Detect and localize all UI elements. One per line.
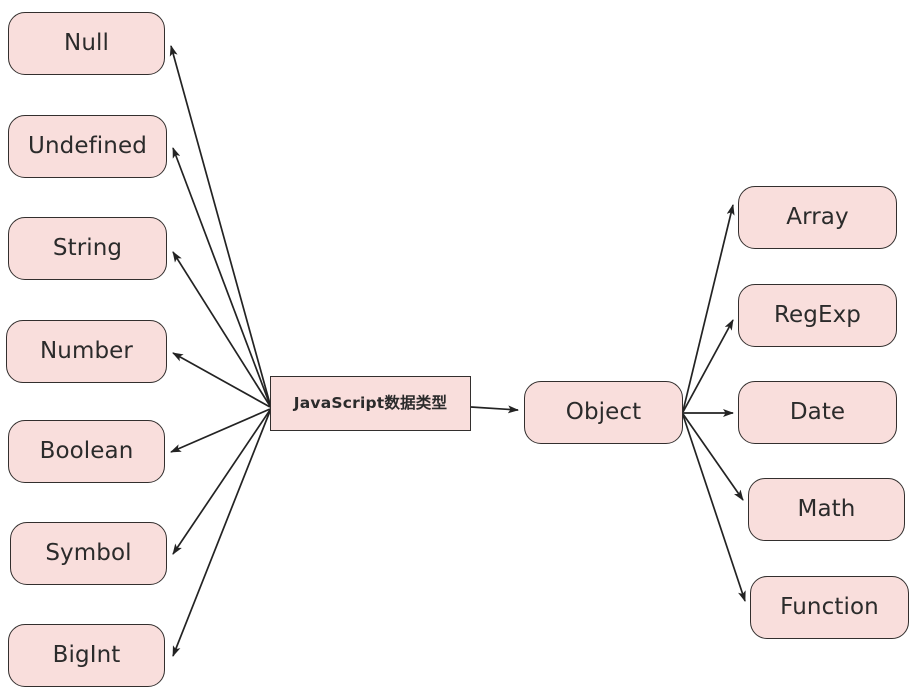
node-label: Boolean: [39, 437, 134, 464]
edge-root-to-object: [470, 405, 519, 414]
node-label: Array: [786, 203, 849, 230]
node-label: Object: [565, 398, 642, 425]
edge-root-to-null: [169, 45, 271, 405]
node-math[interactable]: Math: [748, 478, 905, 541]
node-label: BigInt: [52, 641, 121, 668]
node-label: Math: [797, 495, 856, 522]
node-object[interactable]: Object: [524, 381, 683, 444]
edge-root-to-undefined: [172, 147, 271, 406]
node-label: String: [52, 234, 123, 261]
node-number[interactable]: Number: [6, 320, 167, 383]
node-label: RegExp: [773, 301, 862, 328]
edge-root-to-bigint: [172, 410, 271, 657]
node-array[interactable]: Array: [738, 186, 897, 249]
node-label: Function: [780, 593, 879, 620]
node-boolean[interactable]: Boolean: [8, 420, 165, 483]
node-label: JavaScript数据类型: [293, 393, 448, 412]
edge-object-to-function: [682, 414, 746, 602]
node-symbol[interactable]: Symbol: [10, 522, 167, 585]
edge-object-to-regexp: [682, 319, 734, 413]
edge-object-to-array: [682, 204, 735, 412]
edge-object-to-math: [682, 413, 744, 501]
node-bigint[interactable]: BigInt: [8, 624, 165, 687]
edge-root-to-number: [172, 352, 271, 408]
node-javascript-data-types[interactable]: JavaScript数据类型: [270, 376, 471, 431]
node-label: Date: [789, 398, 846, 425]
node-label: Null: [64, 29, 109, 56]
node-label: Undefined: [28, 132, 147, 159]
node-label: Number: [40, 337, 133, 364]
edge-root-to-symbol: [172, 409, 271, 555]
node-date[interactable]: Date: [738, 381, 897, 444]
edge-group: [169, 45, 746, 657]
edge-root-to-string: [172, 251, 271, 407]
node-undefined[interactable]: Undefined: [8, 115, 167, 178]
node-function[interactable]: Function: [750, 576, 909, 639]
node-regexp[interactable]: RegExp: [738, 284, 897, 347]
node-label: Symbol: [45, 539, 132, 566]
edge-root-to-boolean: [170, 408, 271, 453]
node-string[interactable]: String: [8, 217, 167, 280]
node-null[interactable]: Null: [8, 12, 165, 75]
